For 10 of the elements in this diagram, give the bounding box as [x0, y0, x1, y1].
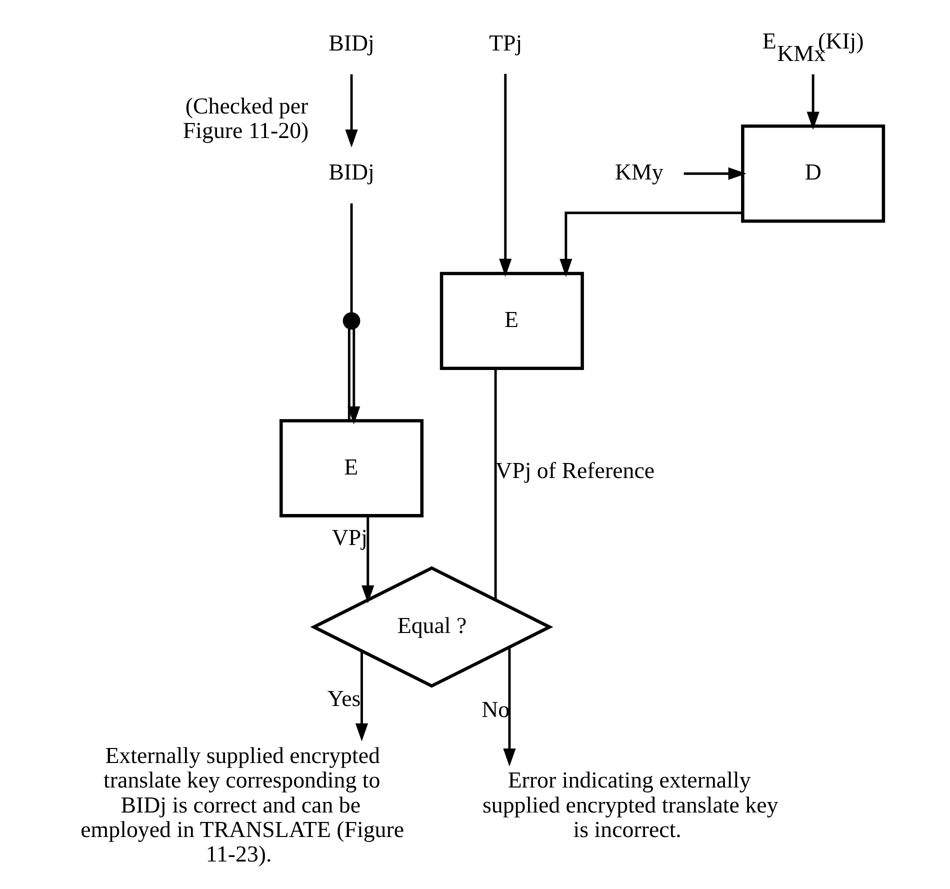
- node-text: Externally supplied encrypted translate key corresponding to BIDj is correct and can be employed in TRANSLATE (Figure 11-23).: [80, 743, 404, 866]
- edge-label: No: [481, 696, 510, 722]
- node-text: Error indicating externally supplied encrypted translate key is incorrect.: [482, 768, 778, 842]
- node-text: TPj: [488, 30, 522, 56]
- node-label: (Checked per Figure 11-20): [182, 93, 308, 143]
- node-text: BIDj: [328, 30, 374, 56]
- node-text: KMy: [614, 160, 663, 185]
- edge-label: VPj: [331, 525, 368, 550]
- edge-label: Yes: [326, 686, 360, 712]
- node-text: BIDj: [328, 160, 374, 185]
